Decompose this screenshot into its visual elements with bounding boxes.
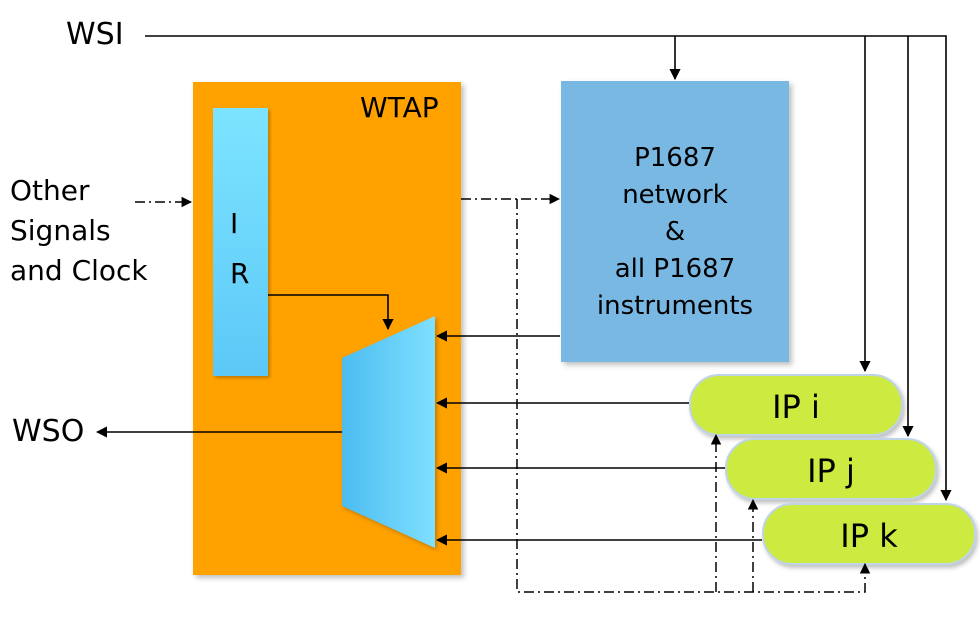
network-line-4: all P1687 <box>614 254 736 284</box>
other-signals-line-2: Signals <box>10 214 111 247</box>
ir-to-mux <box>268 294 394 331</box>
control-bus-down <box>516 199 871 593</box>
ip-i-block: IP i <box>689 374 903 436</box>
other-signals-line-1: Other <box>10 174 90 207</box>
wso-label: WSO <box>12 414 85 449</box>
network-label: P1687 network & all P1687 instruments <box>561 140 789 325</box>
ip-k-label: IP k <box>840 517 898 555</box>
p1687-network-block <box>561 81 789 362</box>
ip-i-label: IP i <box>772 388 820 426</box>
other-signals-line-3: and Clock <box>10 254 148 287</box>
instruction-register <box>213 108 268 376</box>
network-line-2: network <box>622 180 728 210</box>
wsi-line <box>145 35 952 502</box>
wsi-label: WSI <box>66 17 124 52</box>
wtap-label: WTAP <box>360 91 439 124</box>
ir-label-r: R <box>230 257 250 290</box>
ip-j-block: IP j <box>725 438 937 500</box>
ip-j-label: IP j <box>807 452 855 490</box>
network-line-1: P1687 <box>634 143 716 173</box>
network-line-3: & <box>664 217 686 247</box>
ir-label-i: I <box>230 207 239 240</box>
multiplexer <box>342 316 435 548</box>
ip-k-block: IP k <box>762 503 976 565</box>
other-signals-label: Other Signals and Clock <box>10 171 148 291</box>
network-line-5: instruments <box>596 291 754 321</box>
